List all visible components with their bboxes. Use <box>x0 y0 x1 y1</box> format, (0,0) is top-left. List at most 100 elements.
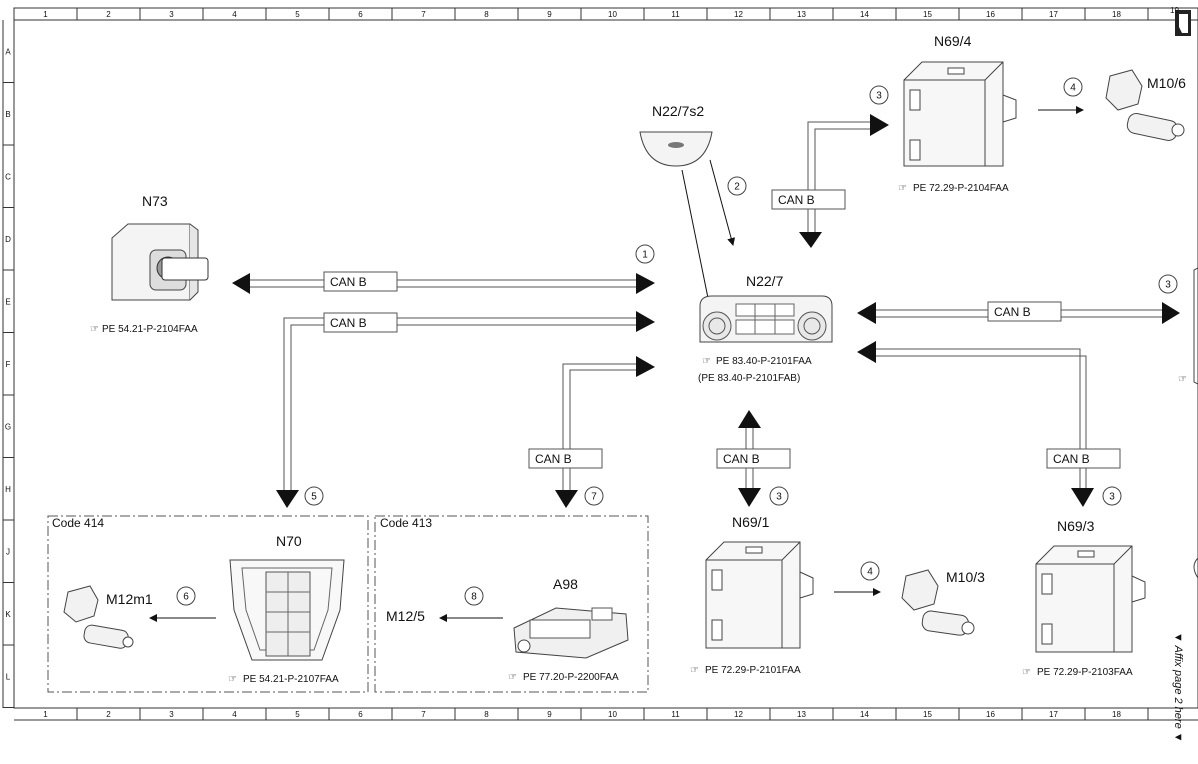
grid-column-label-bottom: 2 <box>106 710 111 719</box>
grid-column-label-bottom: 15 <box>923 710 932 719</box>
grid-column-label-bottom: 16 <box>986 710 995 719</box>
n69-1-label: N69/1 <box>732 514 770 530</box>
grid-column-label-top: 15 <box>923 10 932 19</box>
step-number: 4 <box>1070 83 1076 94</box>
step-circle <box>769 486 789 506</box>
can-b-label-n69-4: CAN B <box>778 193 815 207</box>
n69-4-label: N69/4 <box>934 33 972 49</box>
svg-text:☞: ☞ <box>1178 374 1187 385</box>
grid-column-label-bottom: 6 <box>358 710 363 719</box>
svg-text:☞: ☞ <box>508 672 517 683</box>
step-circle <box>584 486 604 506</box>
code-414-label: Code 414 <box>52 516 104 530</box>
svg-text:☞: ☞ <box>898 183 907 194</box>
grid-row-label: A <box>5 47 11 56</box>
grid-column-label-bottom: 17 <box>1049 710 1058 719</box>
step-number: 8 <box>471 592 477 603</box>
can-b-label-a98: CAN B <box>535 452 572 466</box>
grid-column-label-bottom: 10 <box>608 710 617 719</box>
n22-7-ref-alt: (PE 83.40-P-2101FAB) <box>698 373 800 384</box>
n69-4-ref: PE 72.29-P-2104FAA <box>913 183 1009 194</box>
svg-text:☞: ☞ <box>690 665 699 676</box>
n69-3-door-module: N69/3 ☞ PE 72.29-P-2103FAA <box>1022 518 1146 678</box>
grid-row-label: B <box>5 110 10 119</box>
n22-7-climate-control: N22/7 ☞ PE 83.40-P-2101FAA (PE 83.40-P-2… <box>698 273 833 384</box>
a98-ref: PE 77.20-P-2200FAA <box>523 672 619 683</box>
grid-column-label-top: 12 <box>734 10 743 19</box>
can-b-label-n70: CAN B <box>330 316 367 330</box>
grid-row-label: C <box>5 172 11 181</box>
grid-column-label-bottom: 3 <box>169 710 174 719</box>
grid-column-label-bottom: 5 <box>295 710 300 719</box>
step-circle <box>176 586 196 606</box>
n69-4-door-module: N69/4 ☞ PE 72.29-P-2104FAA <box>898 33 1017 194</box>
grid-column-label-top: 17 <box>1049 10 1058 19</box>
signal-arrows <box>149 106 1084 622</box>
svg-text:☞: ☞ <box>228 674 237 685</box>
grid-column-label-bottom: 8 <box>484 710 489 719</box>
step-circle <box>860 561 880 581</box>
step-number: 3 <box>876 91 882 102</box>
svg-text:☞: ☞ <box>702 356 711 367</box>
grid-row-label: E <box>5 297 10 306</box>
grid-column-label-bottom: 9 <box>547 710 552 719</box>
code-413-label: Code 413 <box>380 516 432 530</box>
m10-3-window-motor: M10/3 <box>901 569 985 636</box>
svg-text:☞: ☞ <box>90 324 99 335</box>
grid-row-label: F <box>6 360 11 369</box>
m10-6-window-motor: M10/6 <box>1105 69 1186 141</box>
step-circle <box>1063 77 1083 97</box>
n73-ignition-switch: N73 PE 54.21-P-2104FAA ☞ <box>90 193 209 335</box>
affix-page-note: ▼ Affix page 2 here ▼ <box>1166 632 1186 762</box>
step-circle <box>635 244 655 264</box>
grid-column-label-top: 4 <box>232 10 237 19</box>
grid-column-label-top: 2 <box>106 10 111 19</box>
grid-column-label-top: 11 <box>671 10 680 19</box>
sheet-frame <box>2 7 1198 721</box>
n69-1-ref: PE 72.29-P-2101FAA <box>705 665 801 676</box>
m10-3-label: M10/3 <box>946 569 985 585</box>
n22-7-ref: PE 83.40-P-2101FAA <box>716 356 812 367</box>
grid-row-label: D <box>5 235 11 244</box>
step-number: 2 <box>734 182 740 193</box>
step-number: 6 <box>183 592 189 603</box>
grid-column-label-top: 9 <box>547 10 552 19</box>
grid-column-label-top: 1 <box>43 10 48 19</box>
grid-column-label-top: 8 <box>484 10 489 19</box>
step-circle <box>304 486 324 506</box>
grid-column-label-bottom: 12 <box>734 710 743 719</box>
n70-ref: PE 54.21-P-2107FAA <box>243 674 339 685</box>
n22-7-label: N22/7 <box>746 273 784 289</box>
m12m1-label: M12m1 <box>106 591 153 607</box>
grid-column-label-top: 18 <box>1112 10 1121 19</box>
step-circle <box>869 85 889 105</box>
bus-arrowheads <box>232 114 1180 508</box>
grid-row-label: G <box>5 422 11 431</box>
grid-column-label-bottom: 11 <box>671 710 680 719</box>
grid-column-label-top: 3 <box>169 10 174 19</box>
can-b-label-n69-3: CAN B <box>1053 452 1090 466</box>
step-number: 5 <box>311 492 317 503</box>
grid-column-label-top: 5 <box>295 10 300 19</box>
step-number: 3 <box>1109 492 1115 503</box>
grid-column-label-bottom: 14 <box>860 710 869 719</box>
n69-3-label: N69/3 <box>1057 518 1095 534</box>
sheet-corner-icon: 19 <box>1170 6 1191 36</box>
code-414-box: Code 414 <box>47 515 369 693</box>
code-413-box: Code 413 <box>374 515 649 693</box>
can-b-label-right: CAN B <box>994 305 1031 319</box>
grid-column-label-bottom: 18 <box>1112 710 1121 719</box>
can-b-label-n69-1: CAN B <box>723 452 760 466</box>
grid-column-label-bottom: 4 <box>232 710 237 719</box>
step-number: 3 <box>776 492 782 503</box>
n69-1-door-module: N69/1 ☞ PE 72.29-P-2101FAA <box>690 514 814 676</box>
grid-row-label: H <box>5 485 11 494</box>
n70-label: N70 <box>276 533 302 549</box>
step-circle <box>464 586 484 606</box>
grid-column-label-top: 7 <box>421 10 426 19</box>
grid-row-label: K <box>5 610 11 619</box>
m12-5-label: M12/5 <box>386 608 425 624</box>
n22-7s2-label: N22/7s2 <box>652 103 704 119</box>
